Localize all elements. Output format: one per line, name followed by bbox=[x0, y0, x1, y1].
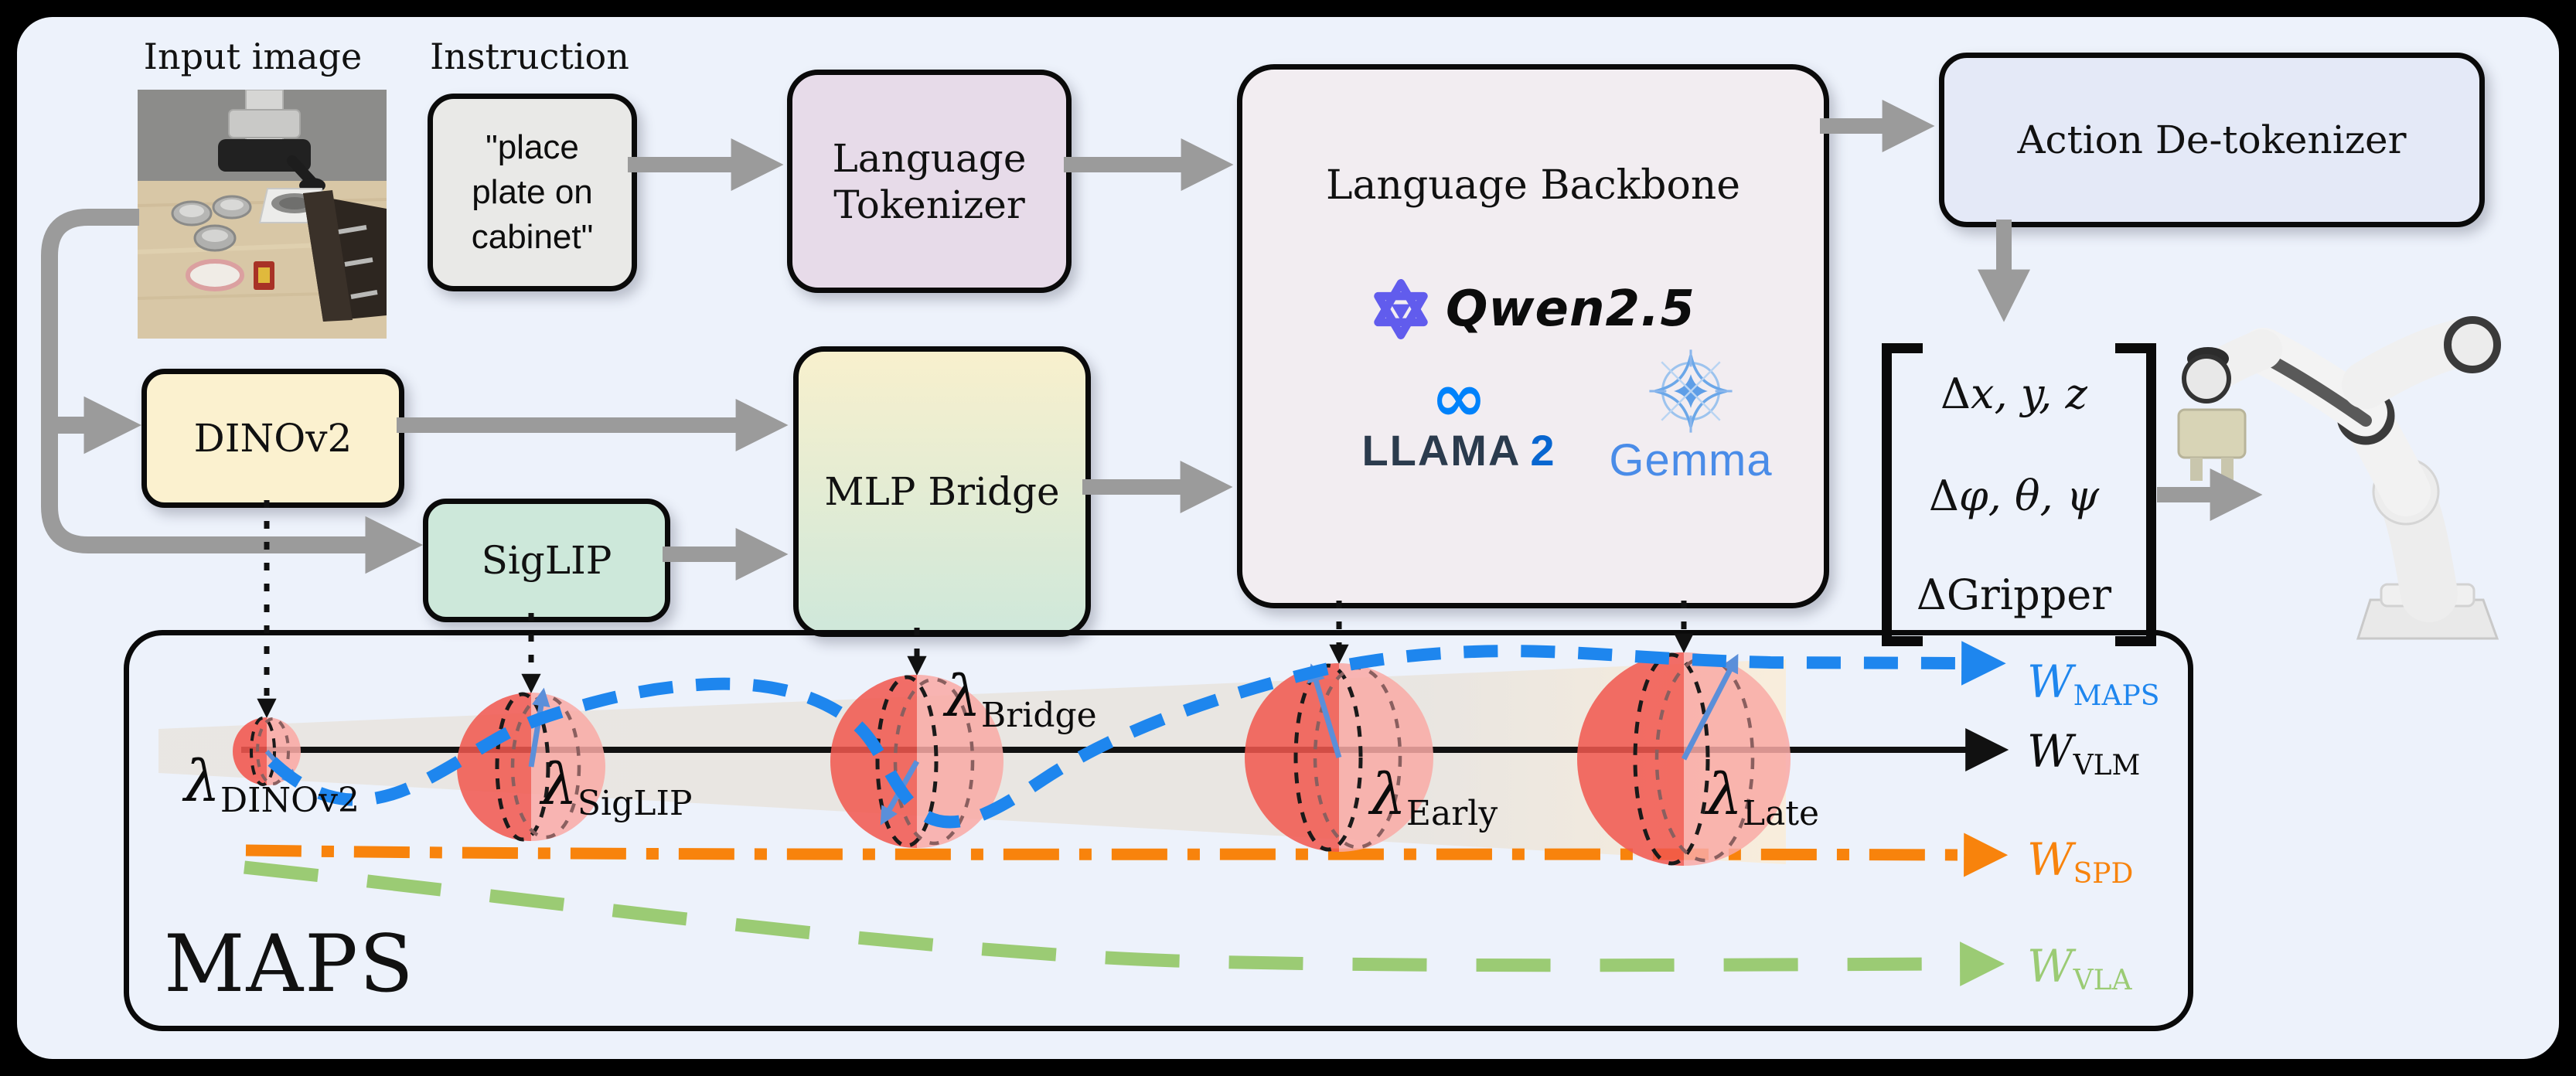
packet bbox=[254, 261, 274, 290]
lambda-late-label: λLate bbox=[1706, 761, 1820, 833]
meta-infinity-icon: ∞ bbox=[1431, 359, 1487, 437]
plate bbox=[186, 259, 244, 291]
qwen-logo: Qwen2.5 bbox=[1370, 278, 1695, 340]
action-detokenizer-label: Action De-tokenizer bbox=[2017, 117, 2407, 162]
input-image-scene bbox=[138, 90, 387, 339]
dinov2-label: DINOv2 bbox=[193, 416, 353, 461]
qwen-text: Qwen2.5 bbox=[1446, 281, 1695, 338]
maps-box bbox=[124, 630, 2193, 1031]
instruction-box: "place plate on cabinet" bbox=[428, 94, 637, 291]
maps-title: MAPS bbox=[164, 918, 415, 1010]
input-image bbox=[138, 90, 387, 339]
action-detokenizer-box: Action De-tokenizer bbox=[1939, 53, 2485, 227]
lambda-bridge-label: λBridge bbox=[945, 663, 1097, 735]
wvla-label: WVLA bbox=[2027, 940, 2132, 996]
language-tokenizer-label: Language Tokenizer bbox=[832, 135, 1027, 227]
input-image-label: Input image bbox=[143, 36, 363, 77]
qwen-icon bbox=[1374, 279, 1428, 339]
action-output-row: Δφ, θ, ψ bbox=[1928, 472, 2100, 520]
language-tokenizer-box: Language Tokenizer bbox=[787, 70, 1072, 293]
instruction-label: Instruction bbox=[430, 36, 629, 77]
output-bracket-left bbox=[1882, 343, 1923, 646]
gemma-logo: Gemma bbox=[1590, 348, 1791, 486]
mlp-bridge-box: MLP Bridge bbox=[793, 346, 1091, 637]
siglip-box: SigLIP bbox=[423, 499, 670, 622]
gemma-text: Gemma bbox=[1609, 435, 1773, 485]
instruction-text: "place plate on cabinet" bbox=[471, 128, 594, 256]
dinov2-box: DINOv2 bbox=[141, 369, 404, 508]
output-bracket-right bbox=[2115, 343, 2156, 646]
wvlm-label: WVLM bbox=[2027, 725, 2141, 781]
mlp-bridge-label: MLP Bridge bbox=[824, 469, 1060, 514]
action-output-row: ΔGripper bbox=[1916, 570, 2112, 619]
wmaps-label: WMAPS bbox=[2027, 655, 2160, 712]
siglip-label: SigLIP bbox=[481, 538, 612, 583]
lambda-dinov2-label: λDINOv2 bbox=[184, 748, 359, 820]
language-backbone-title: Language Backbone bbox=[1325, 162, 1741, 209]
robot-arm-image bbox=[2134, 269, 2528, 644]
lambda-siglip-label: λSigLIP bbox=[541, 751, 693, 823]
gemma-icon bbox=[1649, 349, 1733, 433]
wspd-label: WSPD bbox=[2027, 833, 2134, 890]
lambda-early-label: λEarly bbox=[1370, 761, 1498, 833]
action-output-row: Δx, y, z bbox=[1941, 369, 2087, 418]
